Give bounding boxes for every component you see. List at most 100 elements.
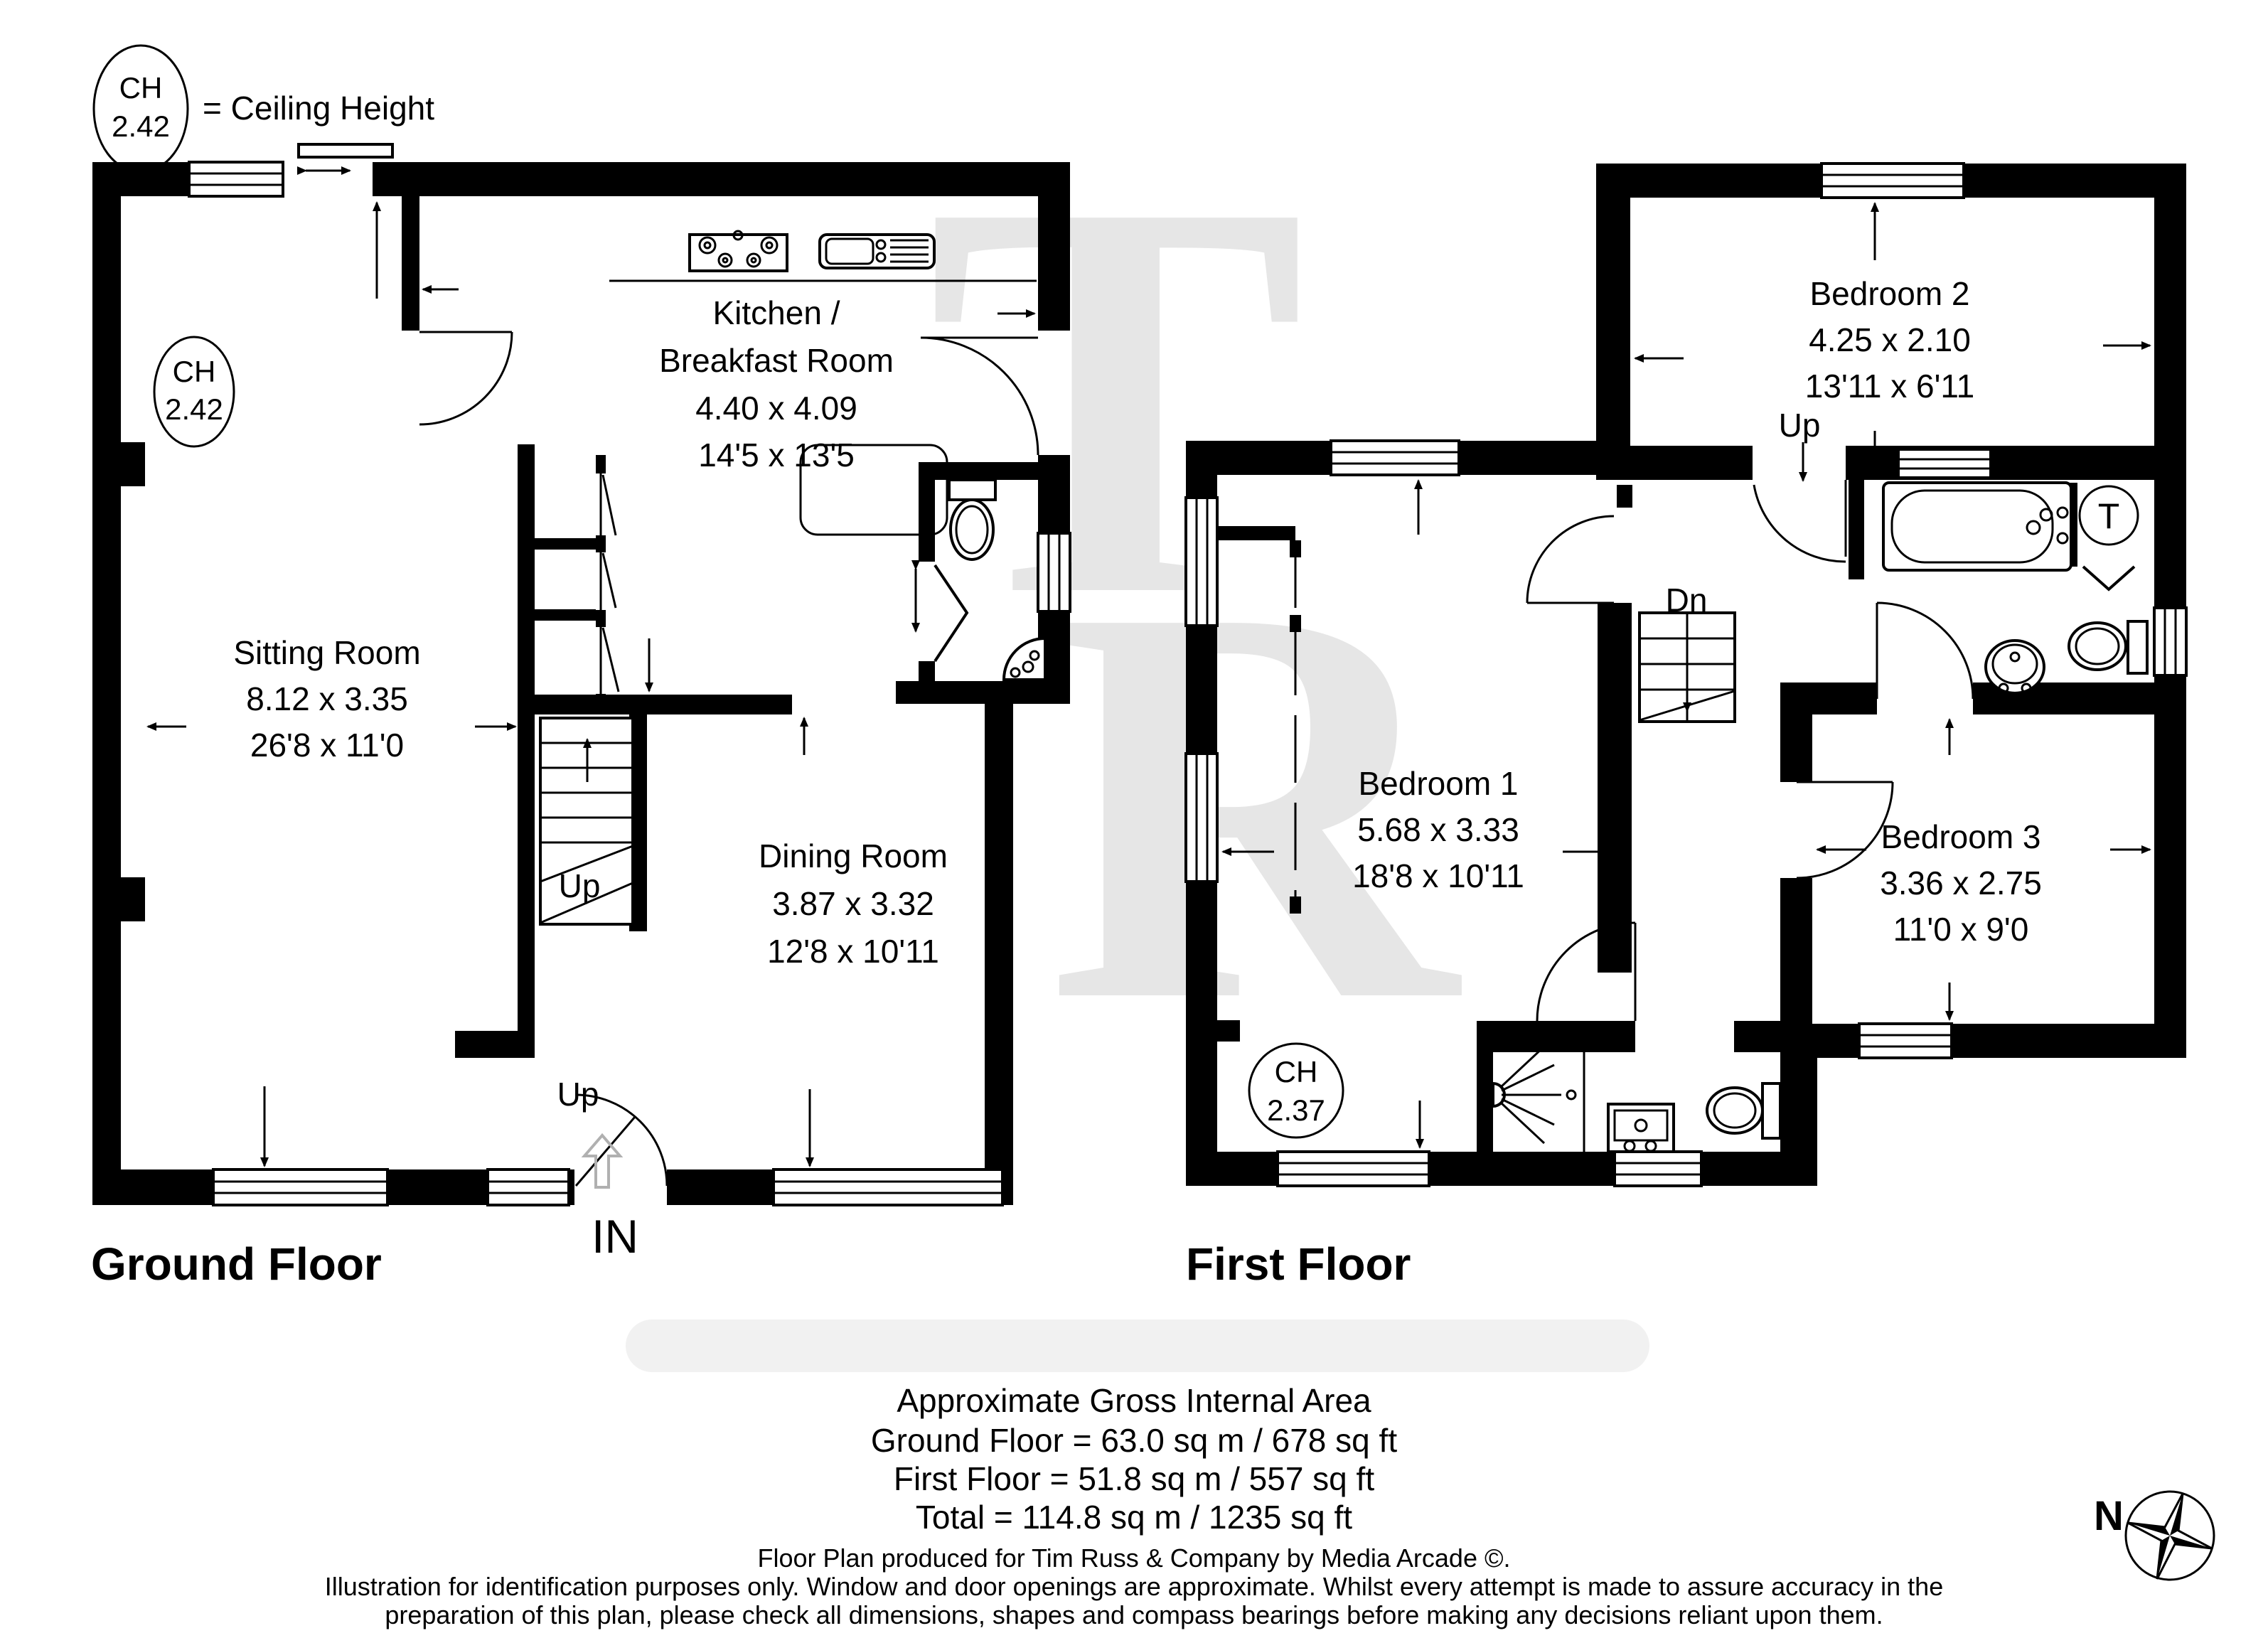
closet-doors-icon — [535, 455, 620, 711]
window-icon — [212, 1168, 389, 1206]
toilet-icon — [1706, 1082, 1782, 1140]
bathtub-icon — [1882, 481, 2072, 572]
first-floor-title: First Floor — [1186, 1238, 1411, 1290]
dining-room-metric: 3.87 x 3.32 — [772, 885, 934, 922]
sitting-room-metric: 8.12 x 3.35 — [246, 680, 408, 717]
staircase-icon — [1638, 611, 1736, 723]
window-icon — [486, 1168, 570, 1206]
bedroom2-label: Bedroom 2 — [1809, 275, 1969, 312]
entrance-arrow-icon — [581, 1133, 624, 1189]
bedroom1-label: Bedroom 1 — [1358, 765, 1518, 802]
window-icon — [772, 1168, 1004, 1206]
window-icon — [1184, 496, 1219, 627]
sitting-room-imperial: 26'8 x 11'0 — [250, 727, 404, 764]
legend-text: = Ceiling Height — [203, 90, 434, 127]
sitting-room-label: Sitting Room — [233, 634, 420, 671]
kitchen-fixtures — [609, 230, 1037, 536]
door-arc-icon — [419, 331, 513, 426]
staircase-icon — [539, 717, 634, 926]
first-dimension-arrows — [1221, 202, 2151, 1149]
corner-basin-icon — [1002, 636, 1047, 681]
door-arc-icon — [920, 336, 1039, 456]
window-icon — [1276, 1150, 1430, 1187]
footer-block: Approximate Gross Internal Area Ground F… — [325, 1382, 1943, 1629]
bedroom3-metric: 3.36 x 2.75 — [1880, 864, 2042, 901]
footer-first-line: First Floor = 51.8 sq m / 557 sq ft — [894, 1460, 1374, 1497]
tr-watermark: T R — [926, 84, 1463, 1119]
window-icon — [2153, 606, 2188, 677]
kitchen-label-2: Breakfast Room — [659, 342, 894, 379]
ground-windows — [188, 143, 1071, 1206]
door-arc-icon — [1876, 601, 1974, 700]
first-windows — [1184, 162, 2188, 1187]
first-doors — [1526, 480, 2136, 1022]
kitchen-metric: 4.40 x 4.09 — [695, 390, 857, 427]
toilet-icon — [948, 478, 997, 561]
legend-ch-label: CH — [119, 71, 163, 105]
vanity-basin-icon — [1607, 1103, 1675, 1153]
up-entrance-label: Up — [557, 1076, 599, 1113]
footer-ground-line: Ground Floor = 63.0 sq m / 678 sq ft — [871, 1422, 1397, 1459]
bedroom2-imperial: 13'11 x 6'11 — [1805, 368, 1974, 405]
dining-room-label: Dining Room — [759, 837, 948, 874]
window-icon — [1613, 1150, 1703, 1187]
bedroom3-label: Bedroom 3 — [1881, 818, 2040, 855]
bathroom-fixtures: T — [1882, 481, 2149, 695]
door-arc-icon — [1796, 781, 1894, 879]
window-icon — [1330, 439, 1460, 476]
first-labels: Bedroom 1 5.68 x 3.33 18'8 x 10'11 Bedro… — [1352, 275, 2042, 948]
cupboard-door-icon — [2082, 565, 2136, 592]
ground-walls — [92, 162, 1070, 1205]
faint-band — [626, 1320, 1649, 1372]
entrance-in-label: IN — [592, 1210, 638, 1263]
ground-ch-badge: CH 2.42 — [153, 336, 235, 448]
bedroom1-imperial: 18'8 x 10'11 — [1352, 857, 1524, 894]
tank-label: T — [2098, 496, 2120, 536]
ground-ch-value: 2.42 — [165, 392, 223, 426]
dining-room-imperial: 12'8 x 10'11 — [767, 933, 939, 970]
window-icon — [1037, 532, 1071, 613]
ground-dimension-arrows — [146, 166, 1036, 1167]
tank-badge: T — [2078, 485, 2139, 546]
ground-floor-title: Ground Floor — [91, 1238, 382, 1290]
window-icon — [1897, 448, 1992, 479]
wardrobe-icon — [1217, 526, 1301, 914]
kitchen-label-1: Kitchen / — [713, 294, 840, 331]
compass-north-label: N — [2094, 1493, 2124, 1539]
shower-icon — [1492, 1045, 1577, 1145]
door-arc-icon — [1753, 480, 1847, 563]
footer-disclaimer-2: preparation of this plan, please check a… — [385, 1600, 1883, 1629]
ceiling-height-legend: CH 2.42 = Ceiling Height — [92, 44, 434, 173]
toilet-icon — [2068, 620, 2149, 675]
bedroom3-imperial: 11'0 x 9'0 — [1893, 911, 2029, 948]
worktop-peninsula-icon — [799, 444, 948, 536]
front-door-icon — [574, 1093, 668, 1187]
window-icon — [188, 161, 284, 198]
hob-icon — [688, 230, 788, 272]
wc-fixtures — [948, 478, 1047, 681]
door-arc-icon — [1536, 921, 1637, 1022]
door-arc-icon — [1526, 515, 1615, 604]
down-stairs-label: Dn — [1666, 582, 1708, 619]
legend-ch-value: 2.42 — [112, 109, 170, 143]
sink-icon — [818, 233, 936, 269]
footer-total-line: Total = 114.8 sq m / 1235 sq ft — [916, 1499, 1352, 1536]
compass-rose-icon: N — [2094, 1490, 2215, 1581]
window-icon — [1858, 1022, 1953, 1059]
ground-ch-label: CH — [173, 355, 216, 388]
first-ch-badge: CH 2.37 — [1248, 1042, 1344, 1139]
basin-icon — [1984, 639, 2045, 695]
up-landing-label: Up — [1779, 407, 1821, 444]
first-ch-label: CH — [1275, 1055, 1318, 1088]
bedroom2-metric: 4.25 x 2.10 — [1809, 321, 1971, 358]
up-stairs-label: Up — [559, 867, 601, 904]
ground-floor-plan: Sitting Room 8.12 x 3.35 26'8 x 11'0 Kit… — [91, 143, 1071, 1290]
watermark-letter-r: R — [1046, 489, 1464, 1119]
bedroom1-metric: 5.68 x 3.33 — [1357, 811, 1519, 848]
window-icon — [1184, 752, 1219, 883]
kitchen-imperial: 14'5 x 13'5 — [698, 437, 855, 473]
footer-disclaimer-1: Illustration for identification purposes… — [325, 1572, 1943, 1601]
first-ch-value: 2.37 — [1267, 1093, 1325, 1127]
window-icon — [1820, 162, 1965, 199]
